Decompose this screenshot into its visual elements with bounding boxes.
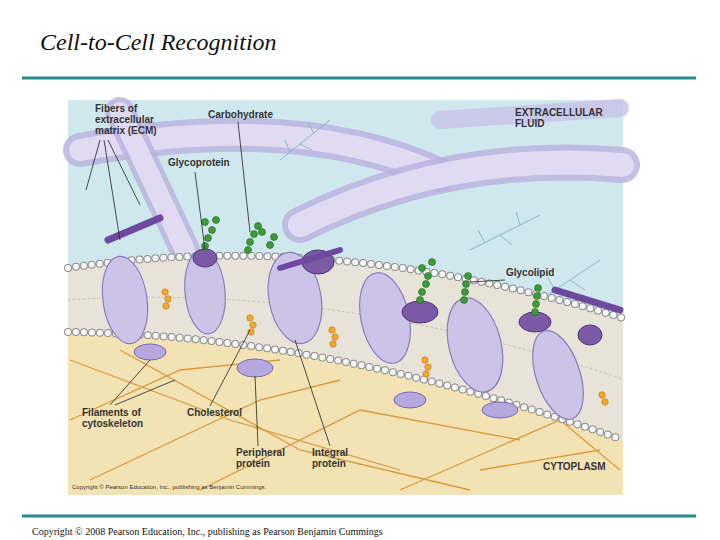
sugar xyxy=(462,289,469,296)
structure-label: Integral protein xyxy=(312,448,364,470)
ecm-rod xyxy=(280,250,340,268)
structure-label: Carbohydrate xyxy=(208,110,298,121)
copyright-caption: Copyright © 2008 Pearson Education, Inc.… xyxy=(32,527,383,538)
peripheral-protein xyxy=(394,392,426,408)
frond xyxy=(280,120,330,160)
cholesterol xyxy=(602,399,608,405)
sugar xyxy=(267,242,274,249)
leader-line xyxy=(108,140,140,205)
sugar xyxy=(419,289,426,296)
leader-line xyxy=(104,140,120,240)
structure-label: Glycolipid xyxy=(506,268,586,279)
cholesterol xyxy=(332,334,338,340)
sugar xyxy=(463,281,470,288)
leader-line xyxy=(110,360,150,405)
structure-label: Glycoprotein xyxy=(168,158,258,169)
extracellular-fluid xyxy=(68,100,623,495)
integral-proteins xyxy=(97,248,593,425)
integral-protein xyxy=(181,248,228,335)
ecm-fiber xyxy=(300,163,622,226)
leader-line xyxy=(210,330,250,406)
cholesterol xyxy=(329,327,335,333)
structure-label: Filaments of cytoskeleton xyxy=(82,408,156,430)
sugar xyxy=(465,273,472,280)
surface-protein xyxy=(193,249,217,267)
sugar xyxy=(247,239,254,246)
ecm-rods xyxy=(108,218,620,310)
ecm-rod xyxy=(108,218,160,240)
integral-protein xyxy=(438,292,512,398)
sugar xyxy=(419,265,426,272)
sugar xyxy=(425,273,432,280)
cholesterol xyxy=(425,364,431,370)
integral-protein xyxy=(97,253,153,346)
sugar xyxy=(461,297,468,304)
structure-label: Peripheral protein xyxy=(236,448,294,470)
image-credit: Copyright © Pearson Education, Inc., pub… xyxy=(72,484,332,490)
slide-title: Cell-to-Cell Recognition xyxy=(40,30,277,56)
ecm-fibers xyxy=(80,108,622,250)
surface-protein xyxy=(402,301,438,323)
sugar xyxy=(534,293,541,300)
leader-line xyxy=(195,172,205,250)
sugar xyxy=(202,219,209,226)
frond xyxy=(470,212,540,250)
sugar xyxy=(259,229,266,236)
leader-line xyxy=(115,380,175,405)
sugar xyxy=(251,231,258,238)
sugar xyxy=(533,301,540,308)
cholesterol xyxy=(247,315,253,321)
ecm-rod xyxy=(555,290,620,310)
surface-protein xyxy=(578,325,602,345)
filament xyxy=(400,420,620,490)
sugar xyxy=(245,247,252,254)
sugar xyxy=(271,234,278,241)
surface-proteins xyxy=(193,249,602,345)
sugar xyxy=(417,297,424,304)
filament xyxy=(200,410,520,490)
head-row xyxy=(68,256,623,318)
sugar xyxy=(255,223,262,230)
peripheral-proteins xyxy=(134,344,518,418)
cholesterol xyxy=(422,357,428,363)
peripheral-protein xyxy=(134,344,166,360)
filament xyxy=(90,380,340,480)
leader-line xyxy=(295,340,330,446)
cholesterol xyxy=(250,322,256,328)
sugar xyxy=(532,309,539,316)
cholesterol xyxy=(163,303,169,309)
head-row xyxy=(68,256,623,318)
sugar xyxy=(209,227,216,234)
region-label: CYTOPLASM xyxy=(543,462,623,473)
phospholipid-heads xyxy=(68,256,623,440)
peripheral-protein xyxy=(482,402,518,418)
sugar xyxy=(205,235,212,242)
peripheral-protein xyxy=(237,359,273,377)
sugar xyxy=(423,281,430,288)
carbohydrate-chains xyxy=(202,217,542,316)
sugar xyxy=(213,217,220,224)
leader-line xyxy=(238,122,250,232)
ecm-fiber xyxy=(300,163,622,226)
sugar xyxy=(429,259,436,266)
caption-rule xyxy=(22,515,696,518)
sugar xyxy=(535,285,542,292)
leader-lines xyxy=(86,122,505,446)
cholesterol xyxy=(162,289,168,295)
leader-line xyxy=(255,376,258,446)
title-rule xyxy=(22,77,696,80)
lipid-bilayer xyxy=(68,256,623,440)
cholesterol xyxy=(423,371,429,377)
leader-line xyxy=(86,140,100,190)
region-label: EXTRACELLULAR FLUID xyxy=(515,108,615,130)
structure-label: Fibers of extracellular matrix (ECM) xyxy=(95,104,173,136)
cholesterol xyxy=(330,341,336,347)
cholesterol xyxy=(599,392,605,398)
cholesterol xyxy=(165,296,171,302)
structure-label: Cholesterol xyxy=(187,408,267,419)
leader-line xyxy=(470,280,505,282)
